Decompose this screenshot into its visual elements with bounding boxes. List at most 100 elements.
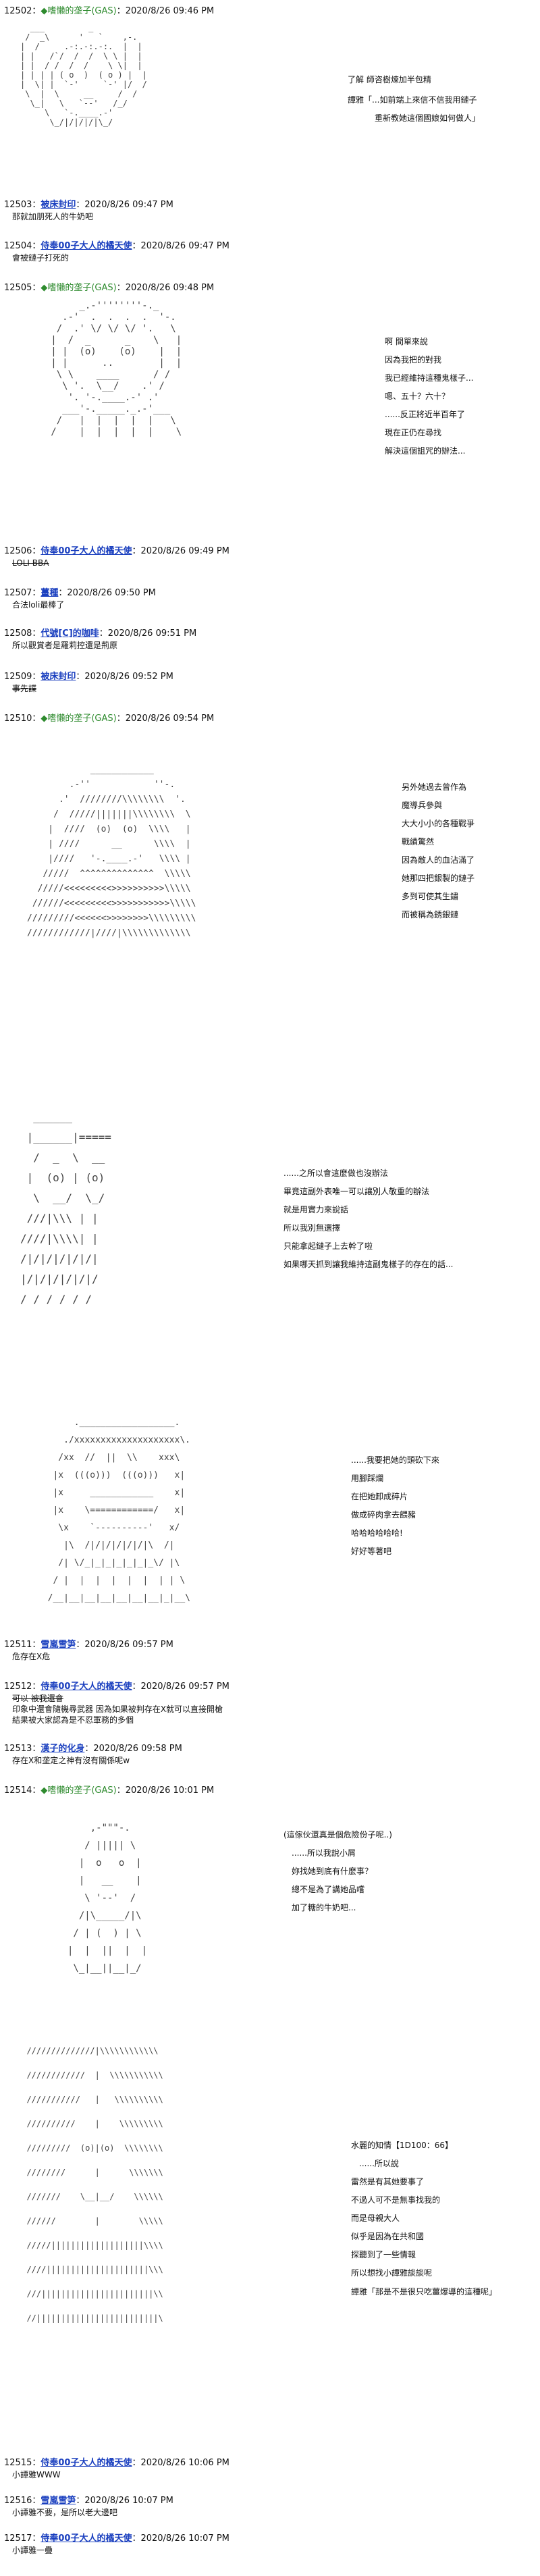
post-body: 小譚雅WWW (12, 2470, 61, 2479)
post-number: 12512： (4, 1682, 41, 1692)
dialog-line: ......反正將近半百年了 (385, 410, 465, 419)
post-body: 那就加朋死人的牛奶吧 (12, 212, 94, 221)
dialog-line: 所以想找小譚雅談談呢 (351, 2268, 433, 2278)
post-number: 12513： (4, 1744, 41, 1754)
dialog-line: 總不是為了講她品嚐 (292, 1885, 365, 1894)
ascii-art-3: ____________ .-'' ''-. .' ////////\\\\\\… (27, 765, 196, 938)
post-12514: 12514：◆嗜懶的垄子(GAS)：2020/8/26 10:01 PM (0, 1785, 540, 1797)
ascii-art-5: .__________________. ./xxxxxxxxxxxxxxxxx… (47, 1418, 190, 1603)
poster-diamond-icon: ◆ (40, 1786, 48, 1796)
dialog-line: ......之所以會這麼做也沒辦法 (284, 1169, 388, 1178)
post-12515: 12515：侍奉00子大人的橘天使：2020/8/26 10:06 PM 小譚雅… (0, 2457, 540, 2480)
poster-name[interactable]: 雪嵐雪笋 (40, 1640, 76, 1650)
poster-name[interactable]: 被床封印 (40, 672, 76, 682)
dialog-line: 因為我把的對我 (385, 355, 442, 365)
post-date: ：2020/8/26 09:50 PM (58, 588, 156, 598)
post-12513: 12513：漢子的化身：2020/8/26 09:58 PM 存在X和垄定之神有… (0, 1743, 540, 1766)
post-body: 所以觀賞者是羅莉控還是荊原 (12, 641, 118, 650)
post-number: 12514： (4, 1786, 41, 1796)
dialog-line: 所以我別無選擇 (284, 1223, 341, 1233)
poster-name[interactable]: 嗜懶的垄子(GAS) (47, 714, 117, 724)
poster-diamond-icon: ◆ (40, 283, 48, 293)
post-12506: 12506：侍奉00子大人的橘天使：2020/8/26 09:49 PM LOL… (0, 545, 540, 568)
poster-name[interactable]: 嗜懶的垄子(GAS) (47, 6, 117, 16)
poster-name[interactable]: 雪嵐雪笋 (40, 2496, 76, 2506)
post-body: 會被鏈子打死的 (12, 253, 70, 263)
poster-name[interactable]: 侍奉00子大人的橘天使 (40, 241, 132, 251)
poster-name[interactable]: 侍奉00子大人的橘天使 (40, 2533, 132, 2544)
post-date: ：2020/8/26 09:57 PM (132, 1682, 230, 1692)
post-number: 12511： (4, 1640, 41, 1650)
post-body-extra: 結果被大家認為是不忍軍務的多個 (12, 1715, 134, 1725)
dialog-line: 重新教她這個國娘如何做人」 (375, 113, 481, 123)
post-12508: 12508：代號[C]的咖啡：2020/8/26 09:51 PM 所以觀賞者是… (0, 628, 540, 651)
dialog-line: 譚雅「那是不是很只吃薑爆導的這種呢」 (351, 2287, 497, 2297)
poster-name[interactable]: 侍奉00子大人的橘天使 (40, 2458, 132, 2468)
poster-name[interactable]: 侍奉00子大人的橘天使 (40, 546, 132, 556)
dialog-line: 在把她卸成碎片 (351, 1492, 408, 1501)
dialog-line: 不過人可不是無事找我的 (351, 2195, 441, 2205)
dialog-line: 解決這個詛咒的辦法... (385, 446, 466, 456)
dialog-line: 似乎是因為在共和國 (351, 2232, 425, 2241)
poster-name[interactable]: 侍奉00子大人的橘天使 (40, 1682, 132, 1692)
post-number: 12509： (4, 672, 41, 682)
poster-name[interactable]: 嗜懶的垄子(GAS) (47, 1786, 117, 1796)
dialog-line: 大大小小的各種戰爭 (402, 819, 475, 828)
post-number: 12508： (4, 628, 41, 639)
post-12502: 12502：◆嗜懶的垄子(GAS)：2020/8/26 09:46 PM (0, 5, 540, 18)
dialog-line: ......我要把她的頭砍下來 (351, 1455, 439, 1465)
dialog-line: 如果哪天抓到讓我維持這副鬼樣子的存在的話... (284, 1260, 454, 1269)
dialog-line: 而被稱為銹銀鏈 (402, 910, 459, 919)
dialog-line: 她那四把銀製的鏈子 (402, 874, 475, 883)
post-date: ：2020/8/26 09:47 PM (132, 241, 230, 251)
post-12504: 12504：侍奉00子大人的橘天使：2020/8/26 09:47 PM 會被鏈… (0, 240, 540, 263)
post-12511: 12511：雪嵐雪笋：2020/8/26 09:57 PM 危存在X危 (0, 1639, 540, 1662)
post-date: ：2020/8/26 09:52 PM (76, 672, 173, 682)
post-date: ：2020/8/26 10:07 PM (132, 2533, 230, 2544)
post-12509: 12509：被床封印：2020/8/26 09:52 PM 事先諜 (0, 671, 540, 694)
dialog-line: (這傢伙還真是個危險份子呢..) (284, 1830, 392, 1840)
post-date: ：2020/8/26 10:01 PM (116, 1786, 215, 1796)
dialog-line: 妳找她到底有什麼事？ (292, 1867, 373, 1876)
poster-name[interactable]: 漢子的化身 (40, 1744, 85, 1754)
post-body: 合法loli最棒了 (12, 600, 65, 610)
post-12507: 12507：薑種：2020/8/26 09:50 PM 合法loli最棒了 (0, 587, 540, 610)
post-date: ：2020/8/26 09:57 PM (76, 1640, 173, 1650)
post-body-extra: 印象中還會隨機尋武器 因為如果被判存在X就可以直接開槍 (12, 1705, 223, 1714)
dialog-line: 哈哈哈哈哈哈! (351, 1528, 403, 1538)
ascii-art-4: ______ |______|===== / _ \ __ | (o) | (o… (20, 1110, 111, 1306)
poster-name[interactable]: 嗜懶的垄子(GAS) (47, 283, 117, 293)
post-body: 危存在X危 (12, 1652, 51, 1661)
post-12517: 12517：侍奉00子大人的橘天使：2020/8/26 10:07 PM 小譚雅… (0, 2533, 540, 2556)
dialog-3: 另外她過去曾作為 魔導兵參與 大大小小的各種戰爭 戰績驚然 因為敵人的血沾滿了 … (402, 782, 475, 928)
poster-name[interactable]: 被床封印 (40, 200, 76, 210)
dialog-line: ......所以說 (359, 2159, 399, 2168)
dialog-4: ......之所以會這麼做也沒辦法 畢竟這副外表唯一可以讓別人敬重的辦法 就是用… (284, 1168, 453, 1277)
dialog-line: 另外她過去曾作為 (402, 782, 467, 792)
post-number: 12516： (4, 2496, 41, 2506)
poster-name[interactable]: 薑種 (40, 588, 59, 598)
dialog-line: 因為敵人的血沾滿了 (402, 855, 475, 865)
dialog-line: 我已經維持這種鬼樣子... (385, 373, 474, 383)
dialog-line: 現在正仍在尋找 (385, 428, 442, 437)
dialog-line: 畢竟這副外表唯一可以讓別人敬重的辦法 (284, 1187, 430, 1196)
post-date: ：2020/8/26 10:06 PM (132, 2458, 230, 2468)
dialog-line: 了解 師咨樹煉加半包精 (348, 75, 431, 84)
post-date: ：2020/8/26 09:48 PM (116, 283, 215, 293)
post-12510: 12510：◆嗜懶的垄子(GAS)：2020/8/26 09:54 PM (0, 713, 540, 725)
post-body: 事先諜 (12, 684, 37, 693)
post-number: 12517： (4, 2533, 41, 2544)
post-number: 12507： (4, 588, 41, 598)
post-12505: 12505：◆嗜懶的垄子(GAS)：2020/8/26 09:48 PM (0, 282, 540, 294)
post-date: ：2020/8/26 09:46 PM (116, 6, 215, 16)
post-body: 存在X和垄定之神有沒有關係呢w (12, 1756, 130, 1765)
poster-name[interactable]: 代號[C]的咖啡 (40, 628, 99, 639)
post-number: 12506： (4, 546, 41, 556)
post-date: ：2020/8/26 09:54 PM (116, 714, 215, 724)
dialog-line: 多到可使其生鏽 (402, 892, 459, 901)
post-number: 12510： (4, 714, 41, 724)
dialog-2: 啊 間單來說 因為我把的對我 我已經維持這種鬼樣子... 嗯、五十？六十？ ..… (385, 336, 473, 464)
ascii-art-6: ,-"""-. / ||||| \ | o o | | __ | \ '--' … (68, 1823, 148, 1974)
post-12512: 12512：侍奉00子大人的橘天使：2020/8/26 09:57 PM 可以 … (0, 1681, 540, 1725)
ascii-art-7: //////////////|\\\\\\\\\\\\ ////////////… (26, 2046, 163, 2323)
